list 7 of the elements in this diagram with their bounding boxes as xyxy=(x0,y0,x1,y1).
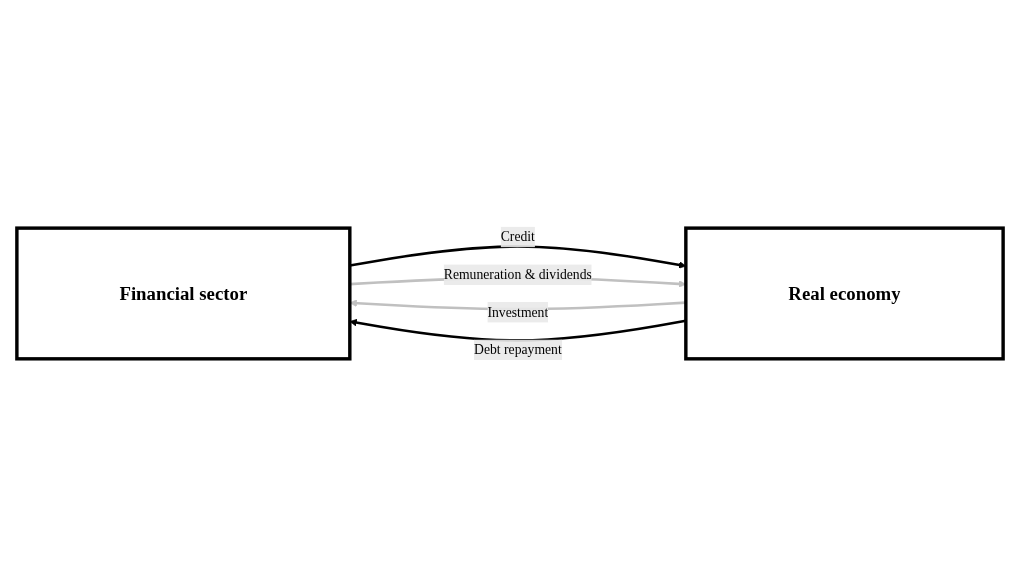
edge-label: Credit xyxy=(500,229,535,244)
node-box xyxy=(15,226,352,361)
edge-label: Debt repayment xyxy=(474,342,562,357)
flow-diagram: Credit Remuneration & dividends Investment Debt repayment Financial sector Real economy xyxy=(10,220,1010,367)
node-box xyxy=(684,226,1005,361)
edge-label: Investment xyxy=(487,304,549,320)
edge-label: Remuneration & dividends xyxy=(443,267,592,282)
